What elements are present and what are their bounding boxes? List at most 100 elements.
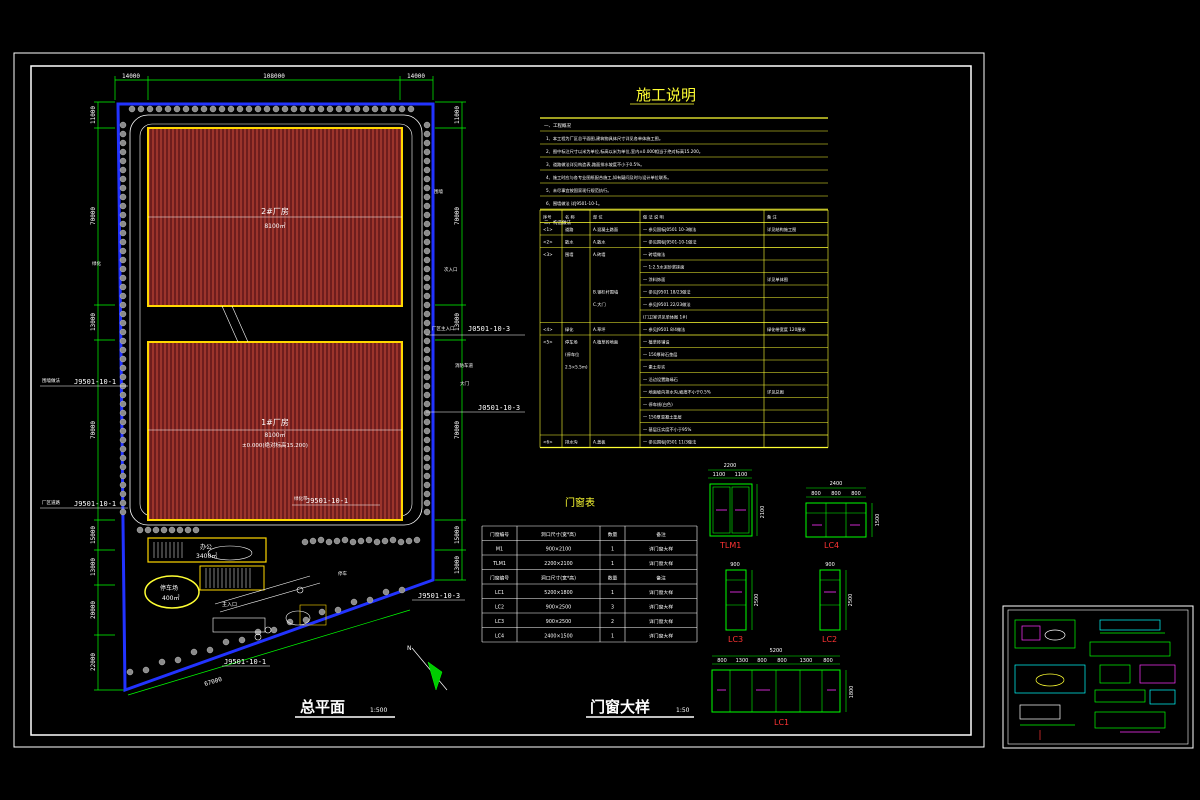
lc3-height: 2500 xyxy=(754,594,760,607)
tree-146 xyxy=(365,536,373,544)
table-cell-1-2: A.混凝土路面 xyxy=(593,226,618,233)
door-cell-5-1: 900×2500 xyxy=(546,605,571,611)
tree-97 xyxy=(209,105,217,113)
tree-99 xyxy=(227,105,235,113)
door-cell-4-2: 1 xyxy=(611,590,614,596)
table-cell-0-3: 做 法 说 明 xyxy=(643,214,664,221)
top-dim-3: 14000 xyxy=(407,73,425,80)
tree-79 xyxy=(423,472,431,480)
tree-135 xyxy=(366,596,374,604)
tree-42 xyxy=(119,310,127,318)
table-cell-1-3: 一 参见国标J0501 10-3做法 xyxy=(643,226,696,233)
tree-23 xyxy=(423,220,431,228)
tree-13 xyxy=(423,175,431,183)
tree-106 xyxy=(290,105,298,113)
tree-1 xyxy=(423,121,431,129)
left-dim-3: 13000 xyxy=(90,313,97,331)
door-cell-7-2: 1 xyxy=(611,634,614,640)
building-1 xyxy=(147,341,403,521)
tree-85 xyxy=(423,499,431,507)
parking-area: 400㎡ xyxy=(162,594,179,602)
tree-53 xyxy=(423,355,431,363)
tree-54 xyxy=(119,364,127,372)
tree-65 xyxy=(423,409,431,417)
tree-92 xyxy=(164,105,172,113)
lc1-dim-3: 800 xyxy=(757,658,767,664)
tree-113 xyxy=(353,105,361,113)
table-cell-2-0: <2> xyxy=(543,240,553,245)
table-cell-14-4: 详见总图 xyxy=(767,389,784,396)
table-cell-10-1: 停车场 xyxy=(565,339,578,346)
tree-111 xyxy=(335,105,343,113)
tree-109 xyxy=(317,105,325,113)
lc2-label: LC2 xyxy=(822,635,837,644)
table-cell-0-1: 名 称 xyxy=(565,214,575,221)
office-label: 办公 xyxy=(200,543,212,551)
tree-62 xyxy=(119,400,127,408)
tree-31 xyxy=(423,256,431,264)
door-cell-5-2: 3 xyxy=(611,605,614,611)
table-cell-0-2: 部 位 xyxy=(593,214,603,221)
tree-30 xyxy=(119,256,127,264)
ref-label-3: J9501-10-1 xyxy=(306,497,348,505)
table-cell-1-4: 详见结构施工图 xyxy=(767,226,796,233)
tree-12 xyxy=(119,175,127,183)
table-cell-5-4: 详见单体图 xyxy=(767,276,788,283)
tree-75 xyxy=(423,454,431,462)
parking-label: 停车场 xyxy=(160,584,178,592)
building-2-area: 8100㎡ xyxy=(264,222,285,230)
table-cell-3-3: 一 砖墙做法 xyxy=(643,251,665,258)
left-dim-labels: 11000 70000 13000 70000 15000 13000 2000… xyxy=(90,106,97,671)
table-cell-3-0: <3> xyxy=(543,252,553,257)
office-stair-hatch xyxy=(153,542,183,558)
table-cell-2-1: 散水 xyxy=(565,239,574,246)
table-cell-13-3: 一 沿边设置路缘石 xyxy=(643,376,678,383)
detail-lc2: 900 2500 LC2 xyxy=(819,562,854,644)
table-cell-18-3: 一 参见国标J0501 11/3做法 xyxy=(643,439,696,446)
top-dim-1: 14000 xyxy=(122,73,140,80)
tree-28 xyxy=(119,247,127,255)
tree-149 xyxy=(389,536,397,544)
tree-160 xyxy=(192,526,200,534)
tree-36 xyxy=(119,283,127,291)
table-cell-7-2: C.大门 xyxy=(593,301,606,308)
notes-section-1-heading: 一、工程概况 xyxy=(544,122,571,129)
small-label-8: 消防车道 xyxy=(455,362,473,369)
tree-153 xyxy=(136,526,144,534)
left-dim-4: 70000 xyxy=(90,421,97,439)
door-cell-0-0: 门窗编号 xyxy=(490,531,509,538)
building-1-label: 1#厂房 xyxy=(261,417,289,427)
left-dimension-chain xyxy=(94,101,125,691)
tree-114 xyxy=(362,105,370,113)
small-label-1: 围墙做法 xyxy=(42,377,60,384)
perimeter-trees xyxy=(119,105,431,676)
thumbnail-sheet xyxy=(1002,605,1194,749)
door-cell-1-1: 900×2100 xyxy=(546,547,571,553)
tree-44 xyxy=(119,319,127,327)
site-plan-scale: 1:500 xyxy=(370,707,387,714)
tree-139 xyxy=(309,537,317,545)
tree-152 xyxy=(413,536,421,544)
tree-55 xyxy=(423,364,431,372)
small-label-6: 次入口 xyxy=(444,266,458,273)
tree-25 xyxy=(423,229,431,237)
door-cell-5-3: 详门窗大样 xyxy=(649,604,673,611)
door-schedule-title: 门窗表 xyxy=(565,496,595,509)
tree-91 xyxy=(155,105,163,113)
door-cell-0-3: 备注 xyxy=(656,531,666,538)
tree-115 xyxy=(371,105,379,113)
left-dim-6: 13000 xyxy=(90,558,97,576)
tree-80 xyxy=(119,481,127,489)
tree-7 xyxy=(423,148,431,156)
lc2-dim: 900 xyxy=(825,562,835,568)
building-1-area: 8100㎡ xyxy=(264,431,285,439)
sheet-outer-frame xyxy=(13,52,985,748)
tree-50 xyxy=(119,346,127,354)
ref-label-4: J9501-10-1 xyxy=(224,658,266,666)
tree-0 xyxy=(119,121,127,129)
door-cell-4-0: LC1 xyxy=(495,590,504,596)
sheet-inner-frame xyxy=(30,65,972,736)
ref-label-2: J9501-10-1 xyxy=(74,500,116,508)
